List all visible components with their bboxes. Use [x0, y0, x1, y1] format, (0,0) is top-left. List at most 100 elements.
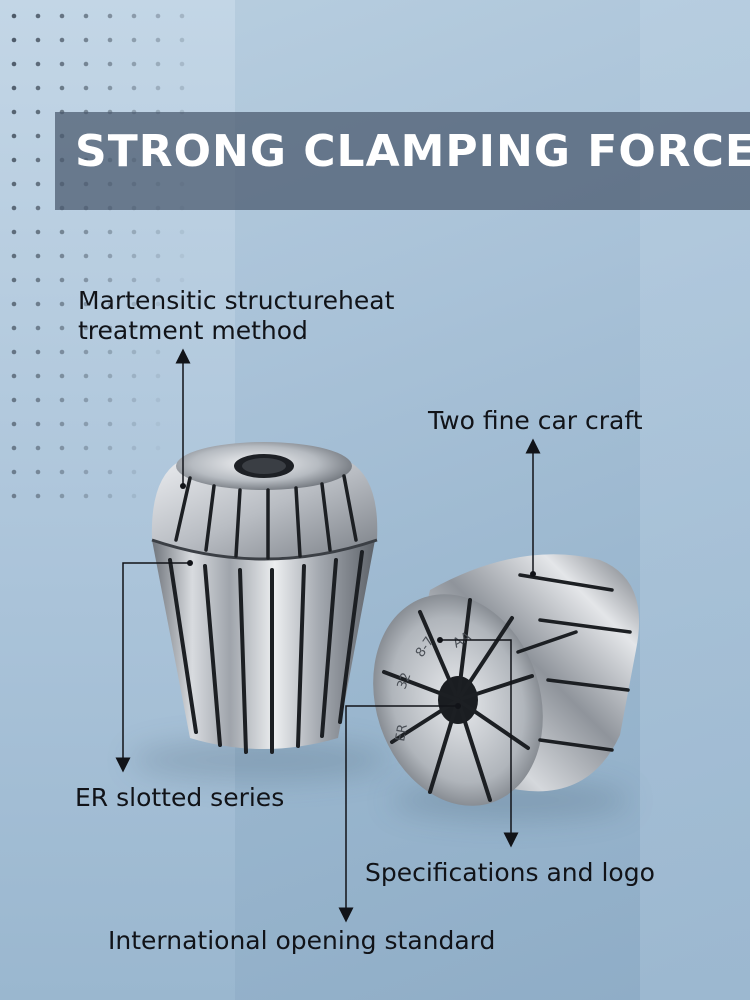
decorative-dot [179, 277, 185, 283]
decorative-dot [107, 421, 113, 427]
decorative-dot [131, 469, 137, 475]
decorative-dot [83, 61, 89, 67]
decorative-dot [131, 493, 137, 499]
decorative-dot [179, 85, 185, 91]
decorative-dot [155, 373, 161, 379]
decorative-dot [107, 37, 113, 43]
decorative-dot [107, 493, 113, 499]
decorative-dot [35, 301, 41, 307]
callout-er-slotted: ER slotted series [75, 783, 285, 812]
decorative-dot [35, 373, 41, 379]
decorative-dot [179, 301, 185, 307]
decorative-dot [11, 109, 17, 115]
decorative-dot [155, 37, 161, 43]
decorative-dot [131, 277, 137, 283]
decorative-dot [107, 61, 113, 67]
decorative-dot [83, 85, 89, 91]
decorative-dot [83, 37, 89, 43]
decorative-dot [35, 421, 41, 427]
decorative-dot [83, 229, 89, 235]
decorative-dot [107, 277, 113, 283]
decorative-dot [107, 469, 113, 475]
decorative-dot [131, 61, 137, 67]
decorative-dot [35, 13, 41, 19]
decorative-dot [35, 325, 41, 331]
decorative-dot [83, 253, 89, 259]
decorative-dot [11, 229, 17, 235]
decorative-dot [11, 469, 17, 475]
decorative-dot [35, 469, 41, 475]
svg-text:32: 32 [395, 671, 415, 692]
decorative-dot [131, 349, 137, 355]
decorative-dot [155, 85, 161, 91]
callout-martensitic-line2: treatment method [78, 316, 308, 345]
decorative-dot [107, 229, 113, 235]
decorative-dot [35, 397, 41, 403]
decorative-dot [11, 373, 17, 379]
decorative-dot [107, 349, 113, 355]
decorative-dot [155, 397, 161, 403]
decorative-dot [59, 277, 65, 283]
decorative-dot [11, 325, 17, 331]
decorative-dot [11, 349, 17, 355]
decorative-dot [179, 37, 185, 43]
decorative-dot [59, 469, 65, 475]
decorative-dot [59, 61, 65, 67]
decorative-dot [155, 325, 161, 331]
decorative-dot [35, 181, 41, 187]
decorative-dot [59, 37, 65, 43]
decorative-dot [131, 301, 137, 307]
leader-specifications [440, 639, 519, 848]
decorative-dot [155, 277, 161, 283]
decorative-dot [131, 397, 137, 403]
callout-martensitic: Martensitic structureheat treatment meth… [78, 286, 394, 346]
decorative-dot [11, 445, 17, 451]
decorative-dot [107, 325, 113, 331]
decorative-dot [155, 445, 161, 451]
decorative-dot [107, 397, 113, 403]
leader-international [338, 705, 458, 923]
decorative-dot [35, 109, 41, 115]
decorative-dot [35, 61, 41, 67]
callout-two-fine: Two fine car craft [428, 406, 643, 435]
decorative-dot [155, 301, 161, 307]
decorative-dot [11, 157, 17, 163]
decorative-dot [131, 85, 137, 91]
collet-left-groove [151, 538, 378, 561]
decorative-dot [179, 229, 185, 235]
decorative-dot [59, 301, 65, 307]
decorative-dot [83, 277, 89, 283]
decorative-dot [83, 373, 89, 379]
decorative-dot [35, 37, 41, 43]
decorative-dot [131, 37, 137, 43]
decorative-dot [35, 277, 41, 283]
decorative-dot [59, 397, 65, 403]
decorative-dot [83, 445, 89, 451]
decorative-dot [107, 253, 113, 259]
decorative-dot [11, 37, 17, 43]
callout-specifications: Specifications and logo [365, 858, 655, 887]
leader-er-slotted [115, 562, 190, 773]
decorative-dot [83, 421, 89, 427]
decorative-dot [107, 85, 113, 91]
page-title: STRONG CLAMPING FORCE [75, 126, 750, 177]
decorative-dot [11, 181, 17, 187]
title-banner [55, 112, 750, 210]
decorative-dot [59, 421, 65, 427]
decorative-dot [131, 445, 137, 451]
decorative-dot [11, 397, 17, 403]
callout-international: International opening standard [108, 926, 496, 955]
decorative-dot [11, 133, 17, 139]
collet-right-face-slots [382, 598, 534, 802]
decorative-dot [83, 469, 89, 475]
decorative-dot [59, 13, 65, 19]
decorative-dot [59, 325, 65, 331]
decorative-dot [11, 205, 17, 211]
decorative-dot [35, 253, 41, 259]
decorative-dot [11, 301, 17, 307]
decorative-dot [179, 253, 185, 259]
